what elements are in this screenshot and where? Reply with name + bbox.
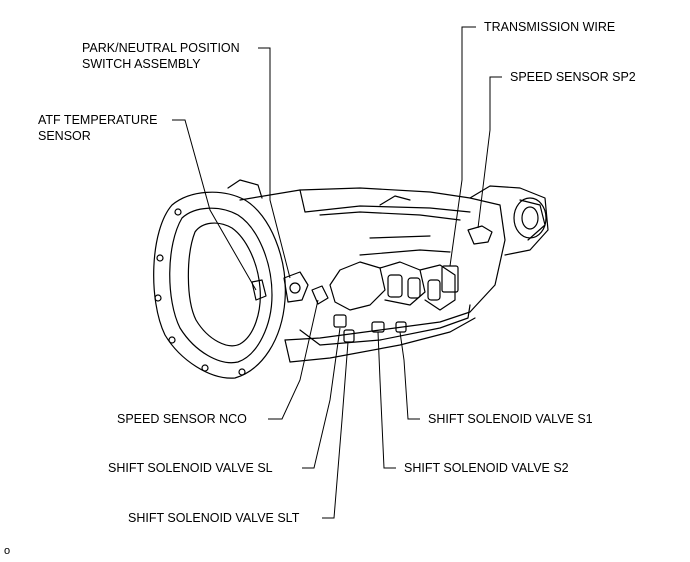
label-park-neutral-line-1: PARK/NEUTRAL POSITION: [82, 41, 240, 55]
valve-body: [329, 261, 386, 311]
label-shift-solenoid-sl: SHIFT SOLENOID VALVE SL: [108, 461, 273, 475]
leader-nco: [268, 299, 319, 420]
label-atf-line-1: ATF TEMPERATURE: [38, 113, 158, 127]
label-transmission-wire: TRANSMISSION WIRE: [484, 20, 616, 34]
leader-atf-temp: [172, 119, 257, 291]
oil-pan: [299, 304, 471, 346]
label-shift-solenoid-slt: SHIFT SOLENOID VALVE SLT: [128, 511, 300, 525]
leader-slt: [322, 341, 349, 519]
label-shift-solenoid-s2: SHIFT SOLENOID VALVE S2: [404, 461, 569, 475]
label-speed-sensor-nco: SPEED SENSOR NCO: [117, 412, 247, 426]
label-park-neutral-switch: PARK/NEUTRAL POSITION SWITCH ASSEMBLY: [82, 40, 240, 72]
label-shift-solenoid-s1: SHIFT SOLENOID VALVE S1: [428, 412, 593, 426]
leader-transmission-wire: [449, 26, 476, 267]
figure-code: o: [4, 545, 11, 557]
transmission-case: [239, 187, 506, 341]
leader-s1: [399, 331, 420, 420]
leader-sp2: [477, 76, 502, 229]
leader-lines: [172, 26, 502, 519]
leader-s2: [377, 331, 396, 469]
label-atf-line-2: SENSOR: [38, 129, 91, 143]
tail-housing: [469, 185, 549, 256]
leader-sl: [302, 327, 341, 469]
label-atf-temperature-sensor: ATF TEMPERATURE SENSOR: [38, 112, 157, 144]
bell-housing: [153, 191, 286, 379]
label-speed-sensor-sp2: SPEED SENSOR SP2: [510, 70, 636, 84]
leader-park-neutral: [258, 47, 291, 279]
label-park-neutral-line-2: SWITCH ASSEMBLY: [82, 57, 201, 71]
